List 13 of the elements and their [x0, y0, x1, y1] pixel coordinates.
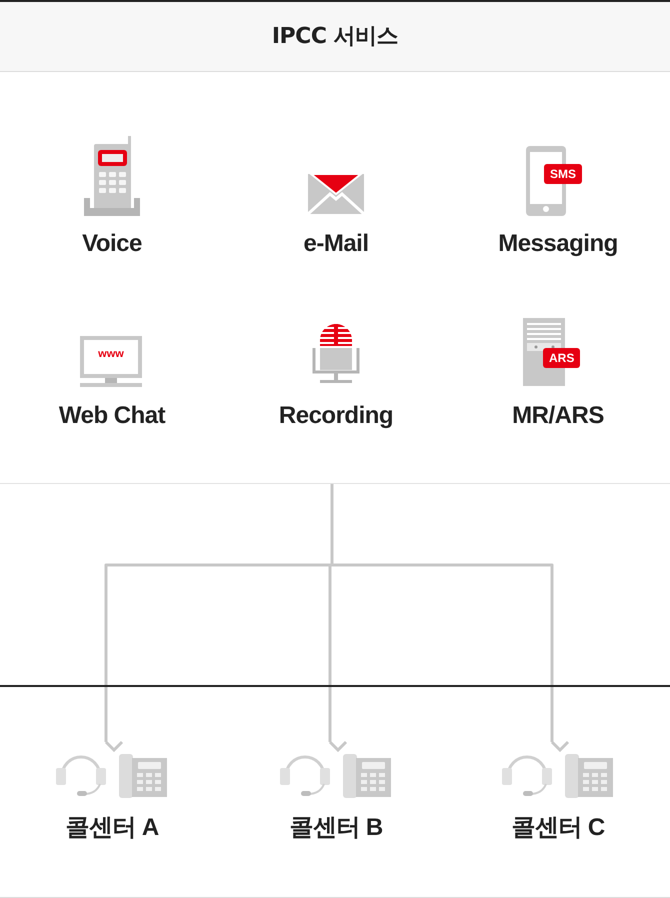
service-label: Voice	[82, 232, 142, 256]
service-label: Messaging	[498, 232, 618, 256]
speech-bubble-label: SMS	[544, 164, 582, 184]
screen-text: www	[98, 349, 124, 360]
speech-bubble-label: ARS	[543, 348, 580, 368]
service-label: Recording	[278, 404, 394, 428]
service-label: Web Chat	[58, 404, 166, 428]
call-center-label: 콜센터 B	[289, 816, 383, 840]
title: IPCC 서비스	[272, 23, 398, 51]
call-center-label: 콜센터 C	[511, 816, 605, 840]
service-label: e-Mail	[303, 232, 368, 256]
call-center-label: 콜센터 A	[65, 816, 159, 840]
service-label: MR/ARS	[512, 404, 604, 428]
